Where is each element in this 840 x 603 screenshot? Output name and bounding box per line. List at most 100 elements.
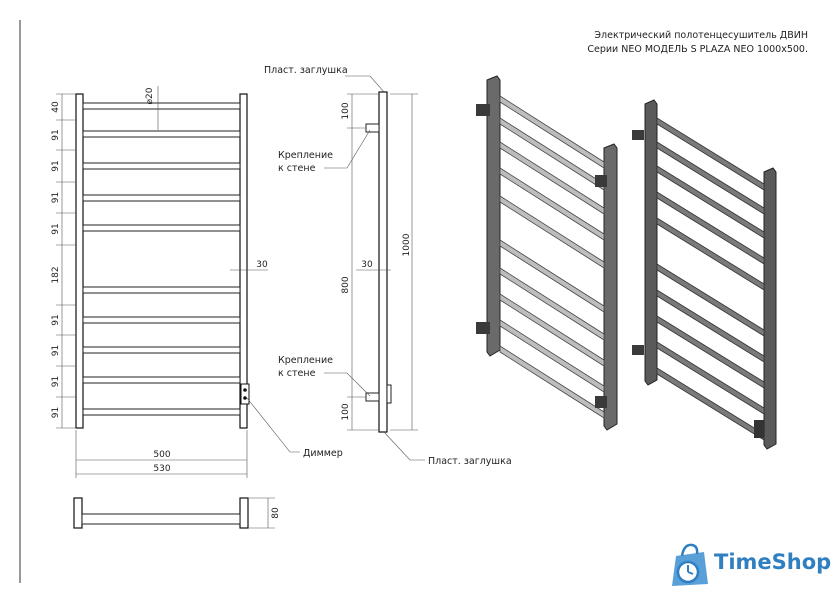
- side-view: 100 800 100 1000 30 Пласт. заглушка Плас…: [264, 65, 512, 467]
- iso2-rung: [656, 141, 765, 215]
- mount-bottom-label-2: к стене: [278, 368, 316, 379]
- width-outer-label: 530: [153, 464, 170, 474]
- left-dim-label: 182: [51, 266, 61, 283]
- title-line-2: Серии NEO МОДЕЛЬ S PLAZA NEO 1000х500.: [587, 44, 808, 55]
- iso1-bracket-tr: [595, 175, 607, 187]
- dimmer-label: Диммер: [303, 448, 343, 459]
- left-dim-label: 40: [51, 101, 61, 113]
- front-rung: [82, 102, 241, 110]
- iso2-bracket-tl: [632, 130, 644, 140]
- side-dim-30: 30: [361, 260, 373, 270]
- iso1-rung: [499, 345, 605, 419]
- iso1-bracket-br: [595, 396, 607, 408]
- logo-text: TimeShop: [714, 550, 832, 574]
- iso1-left-post: [486, 75, 501, 357]
- left-dim-label: 40: [52, 0, 64, 3]
- dimmer-knob: [243, 388, 247, 392]
- mount-top-label-1: Крепление: [278, 150, 333, 161]
- iso2-rung: [656, 341, 765, 415]
- mount-top-label-2: к стене: [278, 163, 316, 174]
- iso2-rung: [656, 263, 765, 337]
- side-dim-1000: 1000: [402, 233, 412, 256]
- left-dim-label: 91: [51, 192, 61, 203]
- cap-bottom-leader: [383, 431, 425, 461]
- mount-bottom-label-1: Крепление: [278, 355, 333, 366]
- front-rung: [82, 130, 241, 138]
- iso1-rung: [499, 293, 605, 367]
- iso1-rungs: [499, 95, 605, 419]
- iso1-rung: [499, 141, 605, 215]
- left-dim-label: 91: [51, 345, 61, 356]
- top-view-left-post: [73, 497, 83, 529]
- iso1-rung: [499, 267, 605, 341]
- left-post: [75, 93, 84, 429]
- front-rungs: [82, 102, 241, 416]
- iso-view-front: [476, 75, 618, 431]
- front-rung: [82, 376, 241, 384]
- left-dim-label: 91: [51, 314, 61, 325]
- top-view-right-post: [239, 497, 249, 529]
- iso2-rung: [656, 191, 765, 265]
- iso1-rung: [499, 239, 605, 313]
- iso2-left-post: [644, 99, 658, 386]
- top-view-bar: [81, 513, 241, 525]
- left-dim-label: 91: [51, 407, 61, 418]
- title-line-1: Электрический полотенцесушитель ДВИН: [594, 30, 808, 41]
- side-dim-800: 800: [341, 276, 351, 293]
- front-view: 40 91 91 91 91 182 91 91 91 91 40 ⌀20 30 500 530 Д…: [51, 0, 343, 478]
- right-post: [239, 93, 248, 429]
- top-view: 80: [73, 497, 281, 529]
- front-rung: [82, 224, 241, 232]
- iso1-rung: [499, 117, 605, 191]
- side-post: [378, 91, 388, 433]
- iso-view-back: [632, 99, 777, 450]
- cap-bottom-label: Пласт. заглушка: [428, 456, 512, 467]
- dimmer-box: [240, 383, 250, 405]
- depth-label: 80: [271, 507, 281, 519]
- iso1-bracket-tl: [476, 104, 490, 116]
- iso1-right-post: [603, 143, 618, 431]
- iso2-rung: [656, 165, 765, 239]
- mount-bottom-leader: [324, 372, 371, 397]
- iso1-rung: [499, 195, 605, 269]
- iso2-rung: [656, 217, 765, 291]
- iso2-dimmer: [754, 420, 764, 438]
- side-dim-100-bottom: 100: [341, 403, 351, 420]
- iso2-right-post: [763, 167, 777, 450]
- diameter-label: ⌀20: [145, 87, 155, 104]
- left-dim-label: 91: [51, 223, 61, 234]
- iso2-bracket-bl: [632, 345, 644, 355]
- side-mount-top: [365, 123, 380, 133]
- iso2-rungs: [656, 117, 765, 441]
- front-rung: [82, 286, 241, 294]
- mount-top-leader: [324, 129, 371, 169]
- side-dimmer: [386, 384, 392, 404]
- iso2-rung: [656, 367, 765, 441]
- iso2-rung: [656, 117, 765, 191]
- cap-top-label: Пласт. заглушка: [264, 65, 348, 76]
- cap-top-leader: [345, 75, 385, 93]
- front-rung: [82, 162, 241, 170]
- side-dim-100-top: 100: [341, 102, 351, 119]
- left-dim-label: 91: [51, 160, 61, 171]
- front-rung: [82, 194, 241, 202]
- width-inner-label: 500: [153, 450, 170, 460]
- left-dim-label: 91: [51, 129, 61, 140]
- iso2-rung: [656, 289, 765, 363]
- dimmer-knob-2: [243, 396, 247, 400]
- left-dimension-stack: 40 91 91 91 91 182 91 91 91 91 40: [51, 0, 76, 429]
- front-rung: [82, 408, 241, 416]
- shopping-bag-clock-icon: [672, 543, 708, 586]
- front-rung: [82, 316, 241, 324]
- left-dim-label: 91: [51, 376, 61, 387]
- rung-gap-label: 30: [256, 260, 268, 270]
- front-rung: [82, 346, 241, 354]
- iso1-rung: [499, 167, 605, 241]
- iso1-rung: [499, 319, 605, 393]
- iso2-rung: [656, 315, 765, 389]
- timeshop-logo[interactable]: TimeShop: [666, 540, 836, 596]
- iso1-rung: [499, 95, 605, 169]
- dimmer-leader: [246, 397, 300, 453]
- iso1-bracket-bl: [476, 322, 490, 334]
